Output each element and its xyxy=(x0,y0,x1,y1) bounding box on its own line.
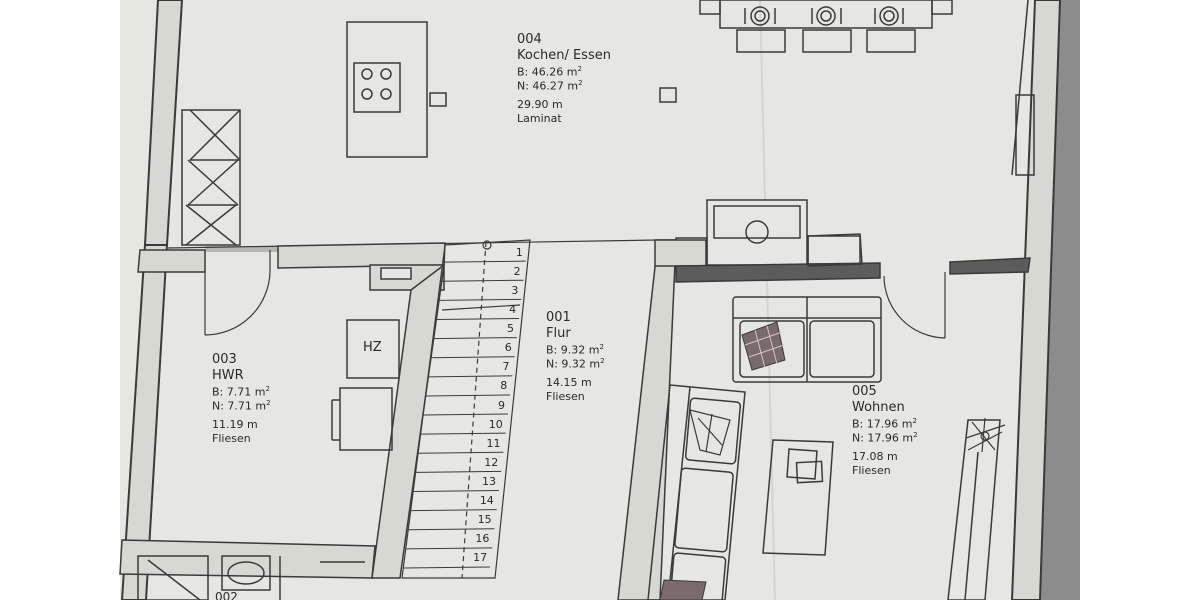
hwr-walls xyxy=(119,242,446,579)
stair-tread xyxy=(416,470,502,473)
stair-step-number: 14 xyxy=(479,494,494,508)
room-name: HWR xyxy=(212,368,244,384)
room-name: Kochen/ Essen xyxy=(517,48,611,64)
stair-step-number: 6 xyxy=(504,341,512,355)
room-floor: Fliesen xyxy=(852,464,891,478)
room-number: 004 xyxy=(517,32,542,47)
room-label-kitchen: 004 Kochen/ Essen B: 46.26 m2 N: 46.27 m… xyxy=(517,32,611,126)
room-area-n: N: 17.96 m2 xyxy=(852,430,918,445)
column-marker-left xyxy=(429,92,447,107)
pillow-bottom xyxy=(659,579,707,600)
stair-step-number: 9 xyxy=(498,398,505,412)
stair-tread xyxy=(428,375,513,378)
sofa-left xyxy=(647,384,746,600)
stair-tread xyxy=(406,547,493,550)
stair-tread xyxy=(432,337,517,340)
stair-step-number: 5 xyxy=(506,322,514,336)
stair-start-marker xyxy=(482,240,492,250)
stair-step-number: 7 xyxy=(502,360,510,374)
stair-step-number: 13 xyxy=(482,474,497,488)
stair-step-number: 12 xyxy=(484,455,499,469)
stair-tread xyxy=(430,356,515,359)
paper-fold-line xyxy=(759,0,776,600)
room-perimeter: 11.19 m xyxy=(212,418,258,432)
stair-tread xyxy=(403,566,491,569)
room-perimeter: 17.08 m xyxy=(852,450,898,464)
left-exterior-wall-lower xyxy=(120,244,169,600)
paper-right-shadow xyxy=(1040,0,1080,600)
stair-step-number: 10 xyxy=(488,417,503,431)
room-floor: Laminat xyxy=(517,112,562,126)
stair-tread xyxy=(440,279,524,282)
room-label-bath-partial: 002 xyxy=(215,590,238,600)
stair-tread xyxy=(408,528,495,531)
room-floor: Fliesen xyxy=(546,390,585,404)
hwr-door xyxy=(204,250,271,336)
room-area-b: B: 17.96 m2 xyxy=(852,416,917,431)
stair-step-number: 4 xyxy=(509,302,517,316)
wohnen-door xyxy=(883,272,946,339)
plant xyxy=(965,417,1006,453)
room-area-b: B: 9.32 m2 xyxy=(546,342,604,357)
room-number: 003 xyxy=(212,352,237,367)
room-label-hwr: 003 HWR B: 7.71 m2 N: 7.71 m2 11.19 m Fl… xyxy=(212,352,271,446)
stair-treads xyxy=(403,260,526,569)
hwr-appliance xyxy=(331,387,393,451)
sofa-top xyxy=(732,296,882,383)
heating-label: HZ xyxy=(363,340,382,355)
stove-block xyxy=(675,199,861,266)
room-perimeter: 14.15 m xyxy=(546,376,592,390)
stair-tread xyxy=(411,509,497,512)
room-perimeter: 29.90 m xyxy=(517,98,563,112)
stair-step-number: 16 xyxy=(475,532,490,546)
room-area-b: B: 46.26 m2 xyxy=(517,64,582,79)
stair-tread xyxy=(423,413,508,416)
paper-sheet xyxy=(120,0,1080,600)
room-number: 005 xyxy=(852,384,877,399)
tv-sideboard xyxy=(947,419,1001,600)
room-area-n: N: 7.71 m2 xyxy=(212,398,271,413)
bathroom-fixtures xyxy=(137,555,365,600)
stair-step-number: 17 xyxy=(473,551,488,565)
stair-step-number: 8 xyxy=(500,379,508,393)
room-label-flur: 001 Flur B: 9.32 m2 N: 9.32 m2 14.15 m F… xyxy=(546,310,605,404)
stair-step-number: 15 xyxy=(477,513,492,527)
pillow-top xyxy=(741,321,786,371)
stair-step-number: 2 xyxy=(513,264,521,278)
right-exterior-wall xyxy=(1010,0,1062,600)
room-name: Wohnen xyxy=(852,400,905,416)
dining-table xyxy=(699,0,953,53)
room-area-n: N: 46.27 m2 xyxy=(517,78,583,93)
room-area-n: N: 9.32 m2 xyxy=(546,356,605,371)
stair-tread xyxy=(442,260,526,263)
room-area-b: B: 7.71 m2 xyxy=(212,384,270,399)
staircase xyxy=(401,239,531,579)
stair-step-number: 11 xyxy=(486,436,501,450)
stair-tread xyxy=(413,490,499,493)
stair-tread xyxy=(420,432,506,435)
room-floor: Fliesen xyxy=(212,432,251,446)
stair-tread xyxy=(435,317,520,320)
flur-wohnen-wall xyxy=(617,233,1031,600)
stair-step-number: 3 xyxy=(511,283,519,297)
coffee-table xyxy=(762,439,834,556)
kitchen-island xyxy=(346,21,428,158)
pillow-left xyxy=(689,409,731,456)
room-number: 001 xyxy=(546,310,571,325)
room-label-wohnen: 005 Wohnen B: 17.96 m2 N: 17.96 m2 17.08… xyxy=(852,384,918,478)
stair-step-number: 1 xyxy=(515,245,523,259)
stair-tread xyxy=(437,298,522,301)
heating-unit-box xyxy=(346,319,400,379)
stair-tread xyxy=(425,394,511,397)
left-window xyxy=(181,109,241,246)
stair-tread xyxy=(418,451,504,454)
room-name: Flur xyxy=(546,326,571,342)
kitchen-counter-right xyxy=(1011,0,1035,176)
column-marker-right xyxy=(659,87,677,103)
